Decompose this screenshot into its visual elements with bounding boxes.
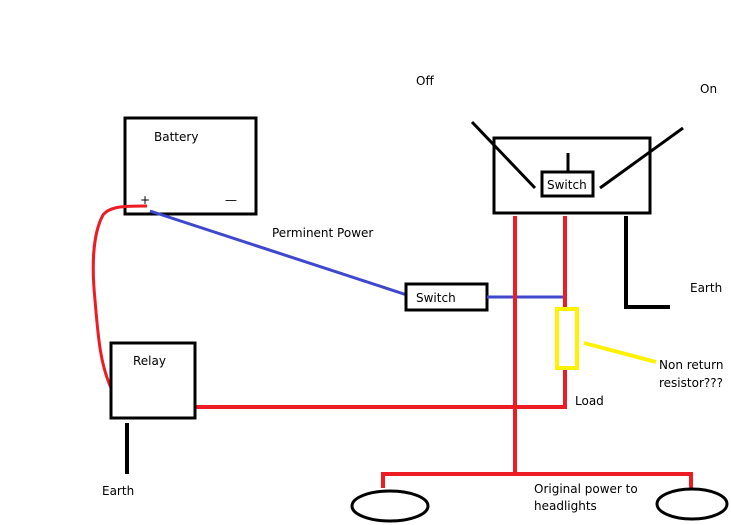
red-wire-headlight-bus xyxy=(381,472,693,488)
off-label: Off xyxy=(416,74,434,88)
main-switch-label: Switch xyxy=(547,178,587,192)
left-headlight xyxy=(350,489,430,523)
switch-earth-wire xyxy=(624,216,670,309)
earth-right-label: Earth xyxy=(690,281,722,295)
resistor-pointer-line xyxy=(583,341,657,364)
earth-left-label: Earth xyxy=(102,484,134,498)
blue-wire-permanent-power xyxy=(149,209,408,297)
switch-on-lever xyxy=(599,126,684,190)
permanent-power-label: Perminent Power xyxy=(272,226,373,240)
right-headlight xyxy=(655,487,729,521)
battery: Battery + — xyxy=(123,116,258,216)
inline-switch-label: Switch xyxy=(416,291,456,305)
red-wire-load-to-relay xyxy=(196,370,567,409)
relay-box xyxy=(109,341,197,420)
on-label: On xyxy=(700,82,717,96)
red-wire-battery-to-relay xyxy=(91,204,148,391)
resistor-label-line2: resistor??? xyxy=(659,376,723,390)
battery-label: Battery xyxy=(154,130,198,144)
battery-box xyxy=(123,116,258,216)
load-label: Load xyxy=(575,394,604,408)
inline-switch-box xyxy=(404,282,489,312)
battery-positive-terminal: + xyxy=(140,193,150,207)
battery-negative-terminal: — xyxy=(225,193,237,207)
headlights-label-line1: Original power to xyxy=(534,482,638,496)
main-switch-box xyxy=(540,170,595,198)
relay-label: Relay xyxy=(133,354,166,368)
headlights-label-line2: headlights xyxy=(534,499,597,513)
resistor-label-line1: Non return xyxy=(659,358,723,372)
switch-off-lever xyxy=(470,120,537,190)
non-return-resistor xyxy=(555,307,579,370)
